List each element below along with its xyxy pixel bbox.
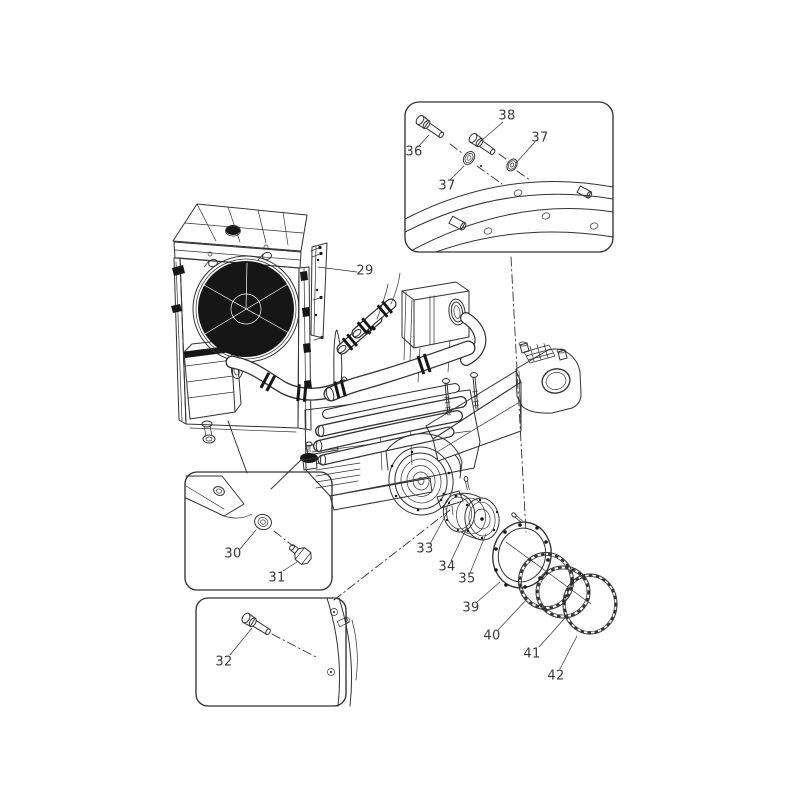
part-number-33: 33 xyxy=(416,541,434,557)
washer-37-right xyxy=(506,158,518,172)
adapter-rings xyxy=(492,512,618,635)
plug-31 xyxy=(289,544,312,565)
bolt-36 xyxy=(415,115,445,139)
bolt-32 xyxy=(241,612,271,636)
center-lines xyxy=(333,256,527,601)
mounting-plate-29 xyxy=(310,242,328,339)
detail-inset-flywheel-housing xyxy=(404,101,614,253)
air-cleaner-assembly xyxy=(323,281,487,402)
upper-hoses xyxy=(336,272,401,355)
exhaust-tubes xyxy=(313,383,467,466)
part-number-36: 36 xyxy=(405,144,423,160)
washer-30 xyxy=(254,513,272,531)
washer-37-left xyxy=(462,151,476,165)
ring-42 xyxy=(562,573,618,635)
part-number-41: 41 xyxy=(523,646,541,662)
part-number-37-left: 37 xyxy=(438,178,456,194)
part-number-29: 29 xyxy=(356,263,374,279)
detail-inset-housing-bolt xyxy=(195,597,358,707)
coupling-assembly xyxy=(442,476,500,541)
bolt-38 xyxy=(468,133,496,155)
part-number-30: 30 xyxy=(224,546,242,562)
frame-bolt xyxy=(442,372,480,416)
part-number-42: 42 xyxy=(547,668,565,684)
flywheel xyxy=(385,433,463,516)
part-number-37-right: 37 xyxy=(531,130,549,146)
detail-inset-drain-plug xyxy=(184,420,333,591)
part-number-31: 31 xyxy=(268,570,286,586)
part-number-40: 40 xyxy=(483,628,501,644)
part-number-32: 32 xyxy=(215,654,233,670)
part-number-34: 34 xyxy=(438,559,456,575)
rear-engine-mount xyxy=(436,490,464,518)
ring-41 xyxy=(535,565,591,619)
part-number-35: 35 xyxy=(458,571,476,587)
part-number-38: 38 xyxy=(498,108,516,124)
ring-39 xyxy=(492,512,552,589)
drain-cock xyxy=(201,420,216,444)
frame-arm xyxy=(425,341,582,462)
fan-shroud xyxy=(192,255,300,363)
part-number-39: 39 xyxy=(462,600,480,616)
leader-lines xyxy=(229,121,578,670)
